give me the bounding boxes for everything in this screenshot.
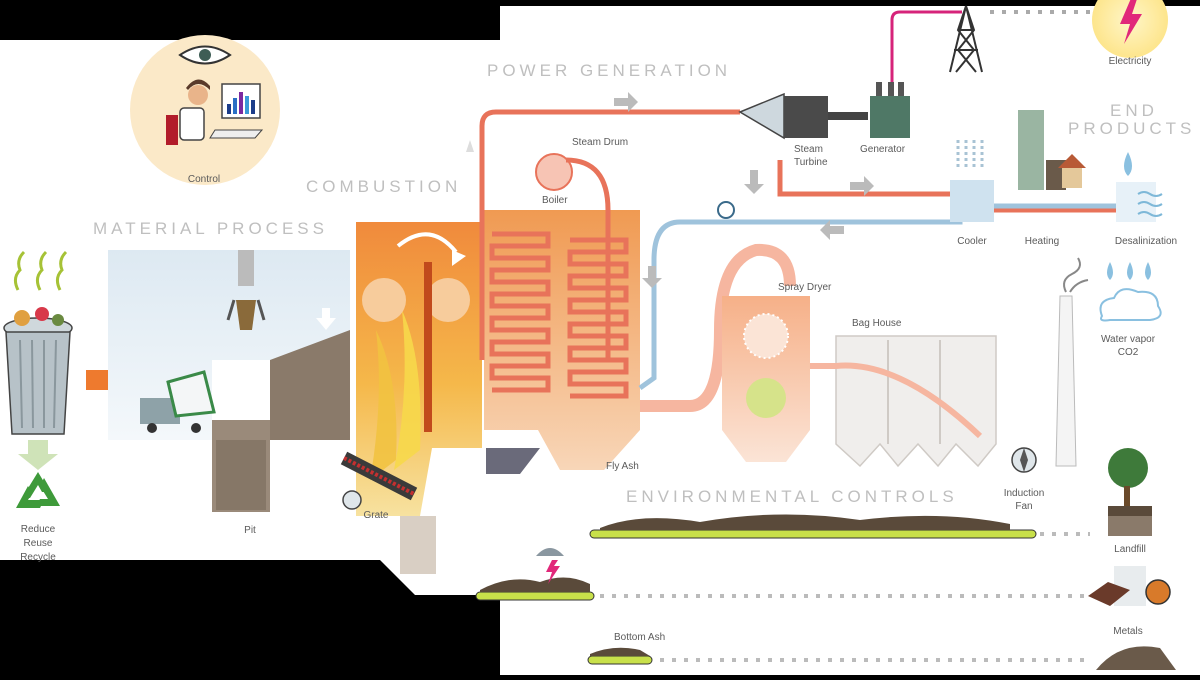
generator-label: Generator [860, 144, 906, 155]
down-arrow-icon [316, 308, 336, 330]
boiler-label: Boiler [542, 195, 568, 206]
fan-icon [342, 490, 362, 510]
bag-house [810, 335, 997, 468]
cooler-icon [950, 140, 994, 222]
section-title-combustion: COMBUSTION [306, 177, 461, 196]
fly-ash-label: Fly Ash [606, 461, 639, 472]
ash-pile-icon [1096, 646, 1176, 670]
waste-bin-icon [3, 250, 73, 435]
section-title-power-generation: POWER GENERATION [487, 61, 731, 80]
bottom-ash-label: Bottom Ash [614, 632, 665, 643]
magnet-icon [536, 548, 564, 584]
down-arrow-icon [18, 440, 58, 470]
induction-fan-label-1: Induction [1004, 488, 1045, 499]
spray-dryer-label: Spray Dryer [778, 282, 832, 293]
induction-fan-icon [1011, 447, 1037, 473]
electricity-label: Electricity [1109, 56, 1152, 67]
dump-truck-icon [140, 370, 216, 433]
heating-buildings-icon [1018, 110, 1086, 190]
water-vapor-icon [1099, 262, 1162, 322]
recycle-icon [12, 470, 64, 522]
metals-icon [1088, 566, 1171, 606]
boiler-section [484, 210, 640, 474]
landfill-label: Landfill [1114, 544, 1146, 555]
control-badge: Control [130, 35, 280, 185]
flue-gas-duct [640, 243, 796, 412]
desalinization-label: Desalinization [1115, 236, 1177, 247]
transmission-tower-icon [949, 5, 983, 73]
heating-label: Heating [1025, 236, 1059, 247]
water-vapor-label-1: Water vapor [1101, 334, 1156, 345]
power-line [890, 10, 962, 82]
steam-drum-label: Steam Drum [572, 137, 628, 148]
electricity-badge: Electricity [1092, 0, 1168, 67]
cooler-label: Cooler [957, 236, 987, 247]
pump-icon [717, 201, 735, 219]
steam-pipe [479, 109, 740, 360]
reuse-label: Reuse [24, 538, 53, 549]
desalinization-icon [1116, 152, 1163, 222]
pit-label: Pit [244, 525, 256, 536]
reduce-label: Reduce [21, 524, 56, 535]
furnace [340, 222, 482, 574]
metals-label: Metals [1113, 626, 1142, 637]
steam-turbine-label-2: Turbine [794, 157, 828, 168]
water-vapor-label-2: CO2 [1118, 347, 1139, 358]
spray-dryer [722, 296, 810, 462]
control-label: Control [188, 174, 220, 185]
tipping-hall [108, 250, 350, 512]
steam-turbine-label-1: Steam [794, 144, 823, 155]
boiler-drum [535, 153, 573, 191]
eye-icon [178, 45, 232, 65]
induction-fan-label-2: Fan [1015, 501, 1032, 512]
steam-return-pipe [565, 157, 611, 360]
landfill-icon [1108, 448, 1152, 536]
generator-icon [870, 82, 910, 138]
steam-turbine-icon [738, 92, 868, 140]
left-black-edge [0, 40, 8, 560]
bottom-ash-conveyor [475, 577, 595, 601]
operator-icon [166, 79, 264, 145]
fly-ash-conveyor [589, 514, 1037, 539]
flow-arrows [466, 92, 874, 288]
crane-claw-icon [226, 299, 266, 330]
section-title-products: PRODUCTS [1068, 119, 1195, 138]
bag-house-label: Bag House [852, 318, 902, 329]
section-title-material-process: MATERIAL PROCESS [93, 219, 328, 238]
ash-conveyor [587, 647, 653, 665]
lightning-icon [1120, 0, 1142, 44]
recycle-label: Recycle [20, 552, 56, 563]
section-title-end: END [1110, 101, 1158, 120]
chimney-stack [1055, 257, 1089, 467]
section-title-environmental-controls: ENVIRONMENTAL CONTROLS [626, 487, 958, 506]
grate-label: Grate [363, 510, 388, 521]
